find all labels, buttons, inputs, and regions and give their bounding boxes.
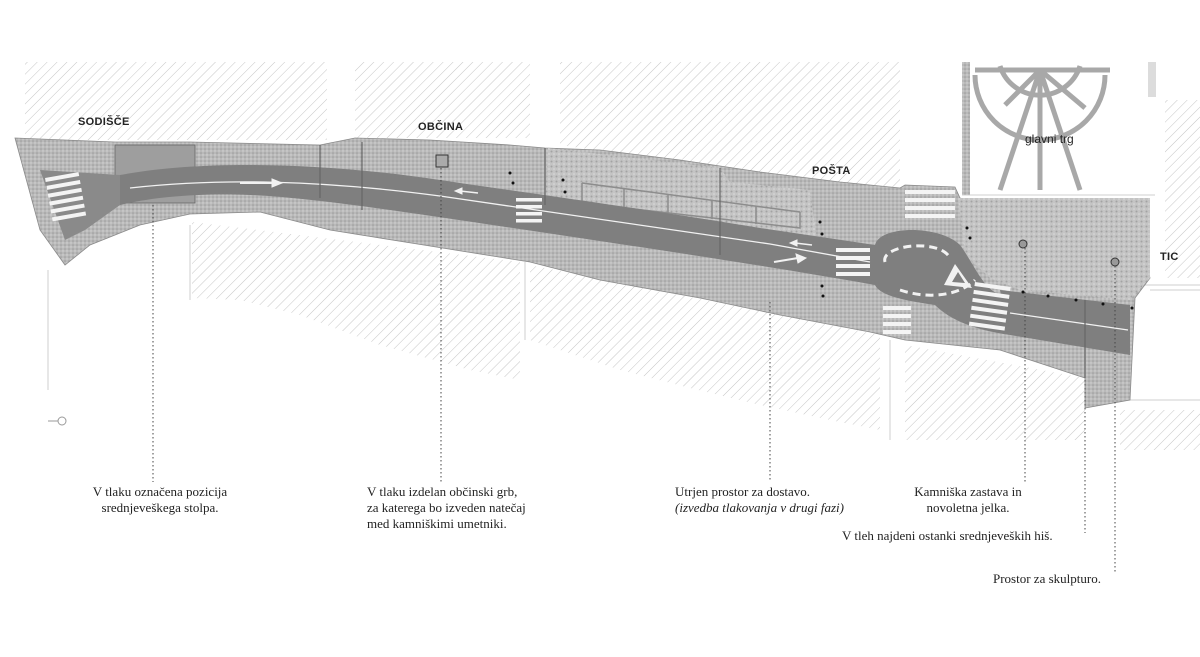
note-dostava-line-1: Utrjen prostor za dostavo. bbox=[675, 484, 811, 499]
label-obcina: OBČINA bbox=[418, 120, 463, 133]
sculpture-marker bbox=[1110, 257, 1120, 267]
note-stolp-line-1: V tlaku označena pozicija bbox=[92, 484, 228, 499]
plot-outlines bbox=[47, 194, 1200, 440]
note-dostava-italic: (izvedba tlakovanja v drugi fazi) bbox=[675, 500, 844, 515]
crosswalk-east bbox=[968, 282, 1011, 331]
note-stolp: V tlaku označena pozicija srednjeveškega… bbox=[90, 484, 230, 516]
building-obcina bbox=[355, 62, 530, 138]
note-skulptura-text: Prostor za skulpturo. bbox=[993, 571, 1101, 586]
building-right-top bbox=[1165, 100, 1200, 278]
road-markings bbox=[129, 181, 1129, 331]
note-zastava-line-1: Kamniška zastava in bbox=[914, 484, 1022, 499]
direction-arrows bbox=[240, 178, 813, 264]
paving-joints bbox=[319, 142, 1086, 378]
note-skulptura: Prostor za skulpturo. bbox=[993, 571, 1101, 587]
note-zastava: Kamniška zastava in novoletna jelka. bbox=[903, 484, 1033, 516]
building-posta bbox=[560, 62, 900, 195]
crosswalks bbox=[45, 172, 1011, 334]
coat-of-arms-mark bbox=[435, 154, 449, 168]
bollards bbox=[508, 171, 1134, 310]
building-south-1 bbox=[192, 222, 520, 380]
delivery-parking-lines bbox=[581, 182, 801, 229]
crosswalk-west bbox=[45, 172, 87, 222]
building-south-2 bbox=[530, 265, 880, 430]
road-carriageway bbox=[120, 164, 875, 285]
note-grb-line-1: V tlaku izdelan občinski grb, bbox=[367, 484, 518, 499]
flag-pole-marker bbox=[1018, 239, 1028, 249]
label-tic: TIC bbox=[1160, 251, 1179, 263]
building-sodisce bbox=[25, 62, 327, 140]
note-hise-text: V tleh najdeni ostanki srednjeveških hiš… bbox=[842, 528, 1053, 543]
leader-lines bbox=[152, 168, 1116, 572]
crosswalk-posta bbox=[836, 248, 870, 276]
note-grb-line-3: med kamniškimi umetniki. bbox=[367, 516, 507, 531]
north-symbol-icon bbox=[48, 416, 67, 426]
note-hise: V tleh najdeni ostanki srednjeveških hiš… bbox=[842, 528, 1053, 544]
note-grb: V tlaku izdelan občinski grb, za katereg… bbox=[367, 484, 526, 532]
road-east bbox=[1000, 290, 1130, 355]
crosswalk-north bbox=[905, 190, 955, 218]
crosswalk-south bbox=[883, 306, 911, 334]
building-blocks bbox=[25, 62, 1200, 450]
main-square-border bbox=[962, 62, 970, 195]
square-plaza bbox=[958, 198, 1150, 300]
note-zastava-line-2: novoletna jelka. bbox=[926, 500, 1010, 515]
note-dostava: Utrjen prostor za dostavo. (izvedba tlak… bbox=[675, 484, 844, 516]
building-south-4 bbox=[1120, 410, 1200, 450]
label-glavni-trg: glavni trg bbox=[1025, 132, 1074, 146]
building-south-3 bbox=[905, 345, 1085, 440]
main-square-pattern bbox=[972, 65, 1110, 191]
note-grb-line-2: za katerega bo izveden natečaj bbox=[367, 500, 526, 515]
note-stolp-line-2: srednjeveškega stolpa. bbox=[101, 500, 219, 515]
label-posta: POŠTA bbox=[812, 164, 851, 177]
crosswalk-obcina bbox=[516, 198, 542, 223]
label-sodisce: SODIŠČE bbox=[78, 115, 130, 128]
